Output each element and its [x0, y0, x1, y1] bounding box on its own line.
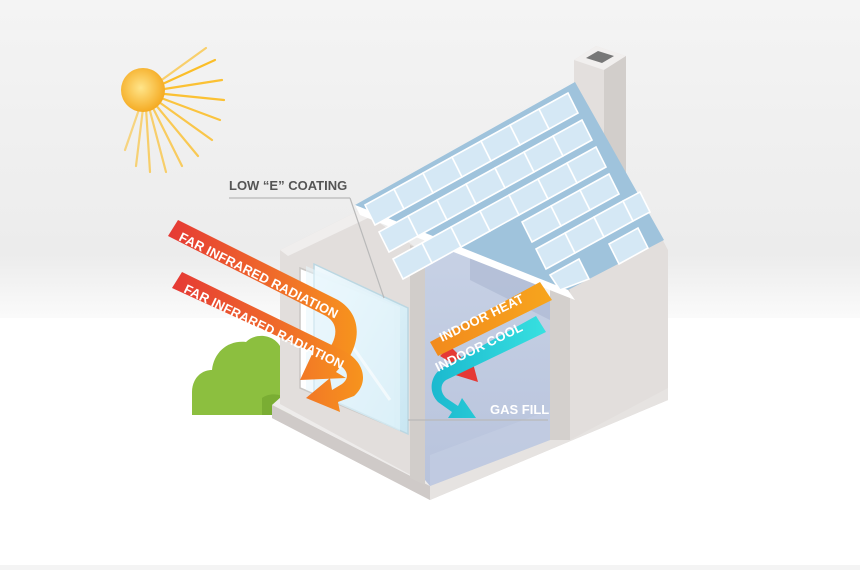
sun-icon: [121, 46, 226, 174]
right-wall: [550, 235, 668, 440]
roof: [355, 82, 664, 300]
gas-fill-label: GAS FILL: [490, 402, 549, 417]
coating-label: LOW “E” COATING: [229, 178, 347, 193]
coating-callout: LOW “E” COATING: [229, 178, 385, 299]
gas-fill-callout: GAS FILL: [408, 402, 549, 421]
